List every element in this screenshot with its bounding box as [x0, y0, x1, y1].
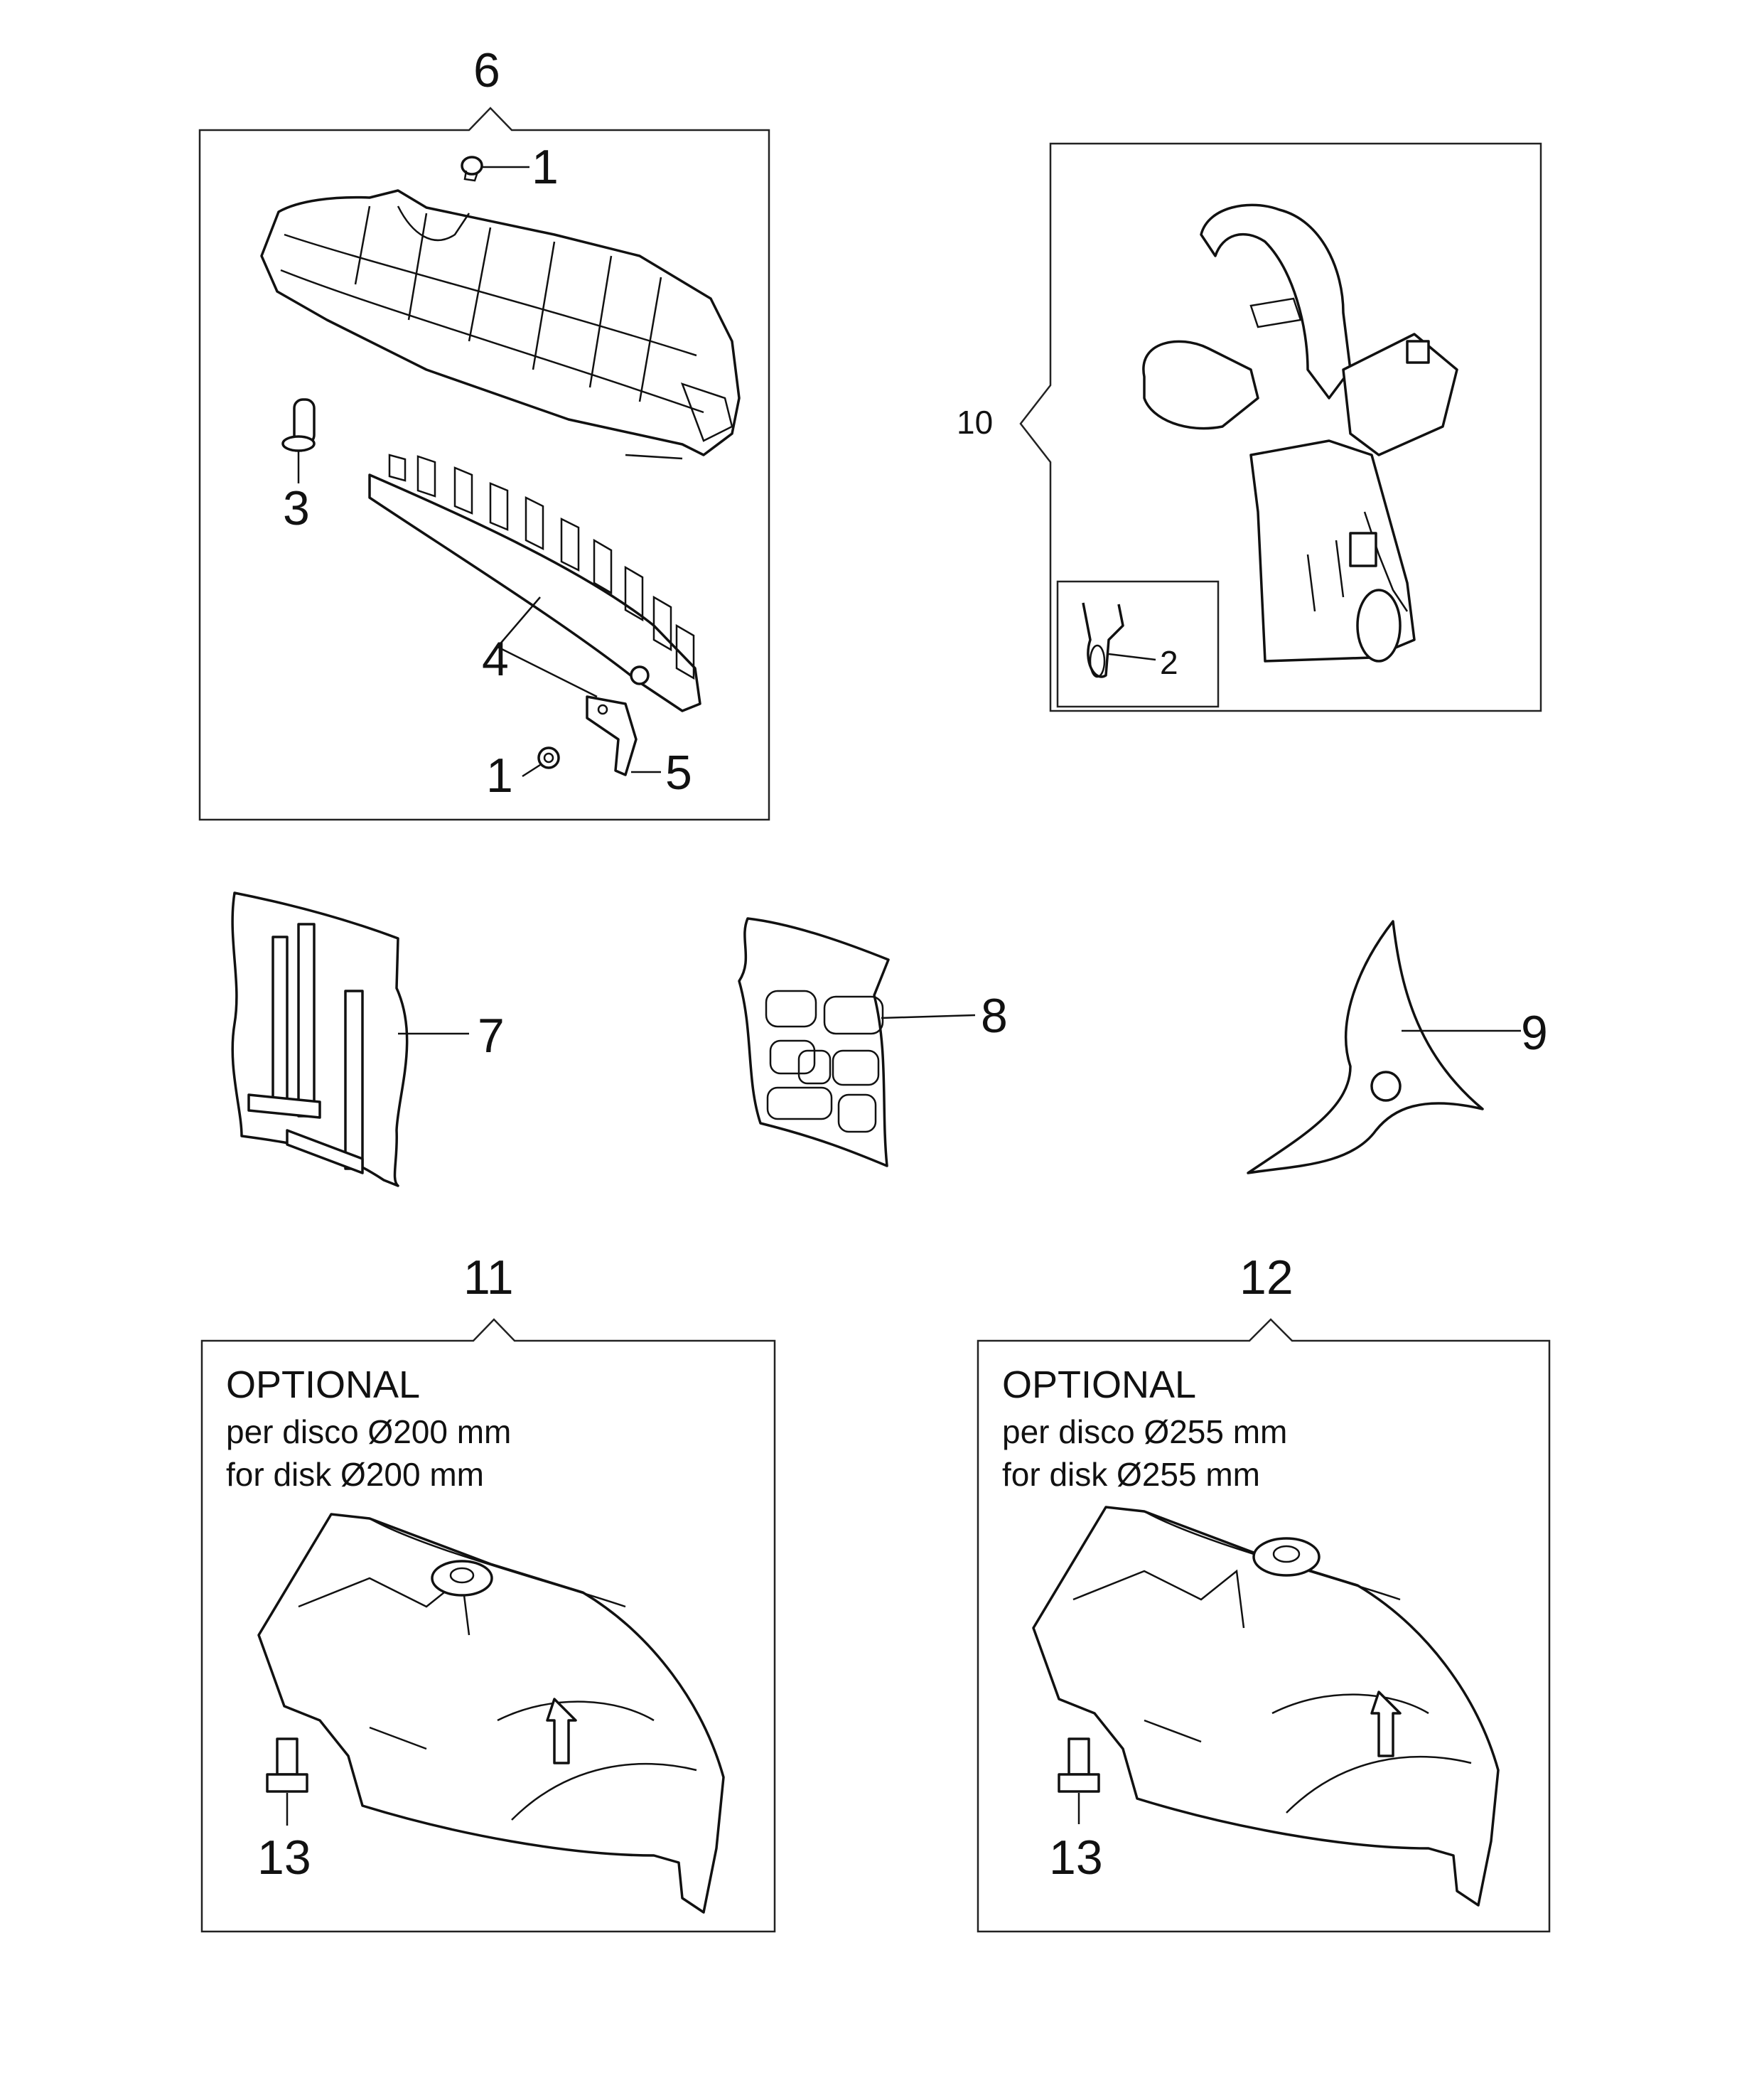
nut-1-bottom: [522, 746, 560, 778]
callout-4-leaders: [497, 596, 598, 698]
inset-frame: [1056, 580, 1220, 708]
callout-4: 4: [482, 632, 509, 686]
sticker-sheet-8: 8: [738, 917, 1008, 1167]
callout-11: 11: [463, 1250, 514, 1305]
group-10: 10 2: [957, 142, 1542, 712]
group-11-frame: [200, 1318, 776, 1933]
group-11: 11 OPTIONAL per disco Ø200 mm for disk Ø…: [200, 1250, 776, 1933]
shield-part: [260, 189, 741, 460]
callout-9: 9: [1521, 1006, 1548, 1060]
callout-6: 6: [473, 43, 500, 97]
screw-1-top: [461, 156, 529, 182]
callout-7: 7: [478, 1009, 505, 1063]
guard-200: [257, 1513, 725, 1914]
hex-keys-7: 7: [231, 891, 505, 1187]
harness-part: [1142, 203, 1458, 663]
callout-13-right: 13: [1049, 1831, 1103, 1885]
group-12-frame: [977, 1318, 1551, 1933]
box11-line-it: per disco Ø200 mm: [226, 1413, 511, 1450]
callout-3: 3: [283, 481, 310, 535]
callout-1-bottom: 1: [486, 749, 513, 803]
clip-2: [1082, 602, 1156, 678]
blade-strip-4: [368, 454, 701, 712]
callout-10: 10: [957, 404, 993, 441]
guard-255: [1032, 1506, 1500, 1907]
box11-line-en: for disk Ø200 mm: [226, 1456, 484, 1493]
callout-8: 8: [981, 989, 1008, 1043]
bolt-13-left: [266, 1737, 308, 1826]
group-10-frame: [1019, 142, 1542, 712]
bolt-13-right: [1058, 1737, 1100, 1824]
box12-line-en: for disk Ø255 mm: [1002, 1456, 1260, 1493]
pin-3: [281, 398, 316, 483]
callout-1-top: 1: [532, 140, 559, 194]
group-6-frame: [198, 107, 770, 821]
callout-13-left: 13: [257, 1831, 311, 1885]
group-6: 6 1 3: [198, 43, 770, 821]
group-12: 12 OPTIONAL per disco Ø255 mm for disk Ø…: [977, 1250, 1551, 1933]
callout-2: 2: [1160, 644, 1178, 681]
callout-5: 5: [665, 746, 692, 800]
bracket-5: [586, 695, 661, 776]
blade-9: 9: [1247, 920, 1548, 1174]
box12-line-it: per disco Ø255 mm: [1002, 1413, 1287, 1450]
callout-12: 12: [1239, 1250, 1294, 1305]
box12-title: OPTIONAL: [1002, 1364, 1196, 1406]
box11-title: OPTIONAL: [226, 1364, 420, 1406]
